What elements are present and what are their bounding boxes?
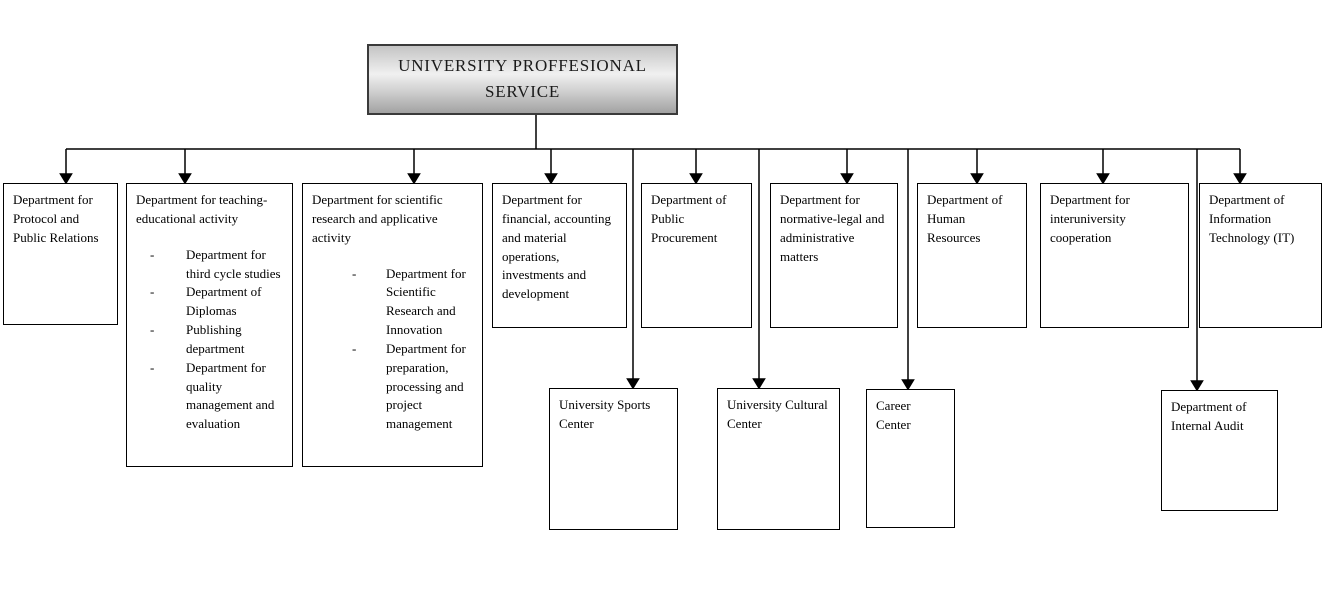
dept-label: Department for teaching-educational acti… bbox=[136, 192, 268, 226]
sub-department-item: - Department of Diplomas bbox=[136, 283, 286, 321]
arrow-to-internal-audit bbox=[1190, 149, 1204, 392]
arrow-to-protocol bbox=[59, 149, 73, 185]
center-label: University Cultural Center bbox=[727, 397, 828, 431]
center-box-career: Career Center bbox=[866, 389, 955, 528]
dept-box-protocol: Department for Protocol and Public Relat… bbox=[3, 183, 118, 325]
list-dash-marker: - bbox=[352, 265, 357, 281]
sub-department-list: - Department for third cycle studies - D… bbox=[136, 246, 286, 434]
list-dash-marker: - bbox=[150, 246, 155, 262]
sub-department-item: - Department for quality management and … bbox=[136, 359, 286, 434]
arrow-to-financial bbox=[544, 149, 558, 185]
list-dash-marker: - bbox=[150, 322, 155, 338]
arrow-to-career-center bbox=[901, 149, 915, 391]
root-box: UNIVERSITY PROFFESIONAL SERVICE bbox=[367, 44, 678, 115]
arrow-to-interuniversity bbox=[1096, 149, 1110, 185]
dept-box-teaching-educational: Department for teaching-educational acti… bbox=[126, 183, 293, 467]
root-box-title: UNIVERSITY PROFFESIONAL SERVICE bbox=[398, 56, 647, 102]
sub-department-list: - Department for Scientific Research and… bbox=[312, 265, 476, 435]
arrow-to-sports-center bbox=[626, 149, 640, 390]
arrow-to-teaching bbox=[178, 149, 192, 185]
center-label: Career Center bbox=[876, 398, 911, 432]
dept-box-financial: Department for financial, accounting and… bbox=[492, 183, 627, 328]
dept-box-human-resources: Department of Human Resources bbox=[917, 183, 1027, 328]
center-label: University Sports Center bbox=[559, 397, 651, 431]
arrow-to-normative bbox=[840, 149, 854, 185]
sub-department-item: - Publishing department bbox=[136, 321, 286, 359]
center-box-sports: University Sports Center bbox=[549, 388, 678, 530]
sub-department-item: - Department for third cycle studies bbox=[136, 246, 286, 284]
dept-label: Department of Public Procurement bbox=[651, 192, 727, 245]
dept-label: Department for financial, accounting and… bbox=[502, 192, 612, 302]
dept-box-normative-legal: Department for normative-legal and admin… bbox=[770, 183, 898, 328]
center-box-cultural: University Cultural Center bbox=[717, 388, 840, 530]
list-dash-marker: - bbox=[352, 340, 357, 356]
dept-box-scientific-research: Department for scientific research and a… bbox=[302, 183, 483, 467]
dept-box-public-procurement: Department of Public Procurement bbox=[641, 183, 752, 328]
dept-box-internal-audit: Department of Internal Audit bbox=[1161, 390, 1278, 511]
arrow-to-cultural-center bbox=[752, 149, 766, 390]
arrow-to-scientific bbox=[407, 149, 421, 185]
arrow-to-human-resources bbox=[970, 149, 984, 185]
dept-label: Department for scientific research and a… bbox=[312, 192, 443, 245]
dept-label: Department of Internal Audit bbox=[1171, 399, 1247, 433]
dept-label: Department of Human Resources bbox=[927, 192, 1003, 245]
dept-label: Department for interuniversity cooperati… bbox=[1050, 192, 1130, 245]
arrow-to-procurement bbox=[689, 149, 703, 185]
dept-box-interuniversity: Department for interuniversity cooperati… bbox=[1040, 183, 1189, 328]
sub-department-item: - Department for preparation, processing… bbox=[312, 340, 476, 434]
arrow-to-it bbox=[1233, 149, 1247, 185]
dept-label: Department of Information Technology (IT… bbox=[1209, 192, 1295, 245]
dept-label: Department for Protocol and Public Relat… bbox=[13, 192, 99, 245]
dept-box-information-technology: Department of Information Technology (IT… bbox=[1199, 183, 1322, 328]
list-dash-marker: - bbox=[150, 359, 155, 375]
list-dash-marker: - bbox=[150, 284, 155, 300]
dept-label: Department for normative-legal and admin… bbox=[780, 192, 885, 264]
sub-department-item: - Department for Scientific Research and… bbox=[312, 265, 476, 340]
